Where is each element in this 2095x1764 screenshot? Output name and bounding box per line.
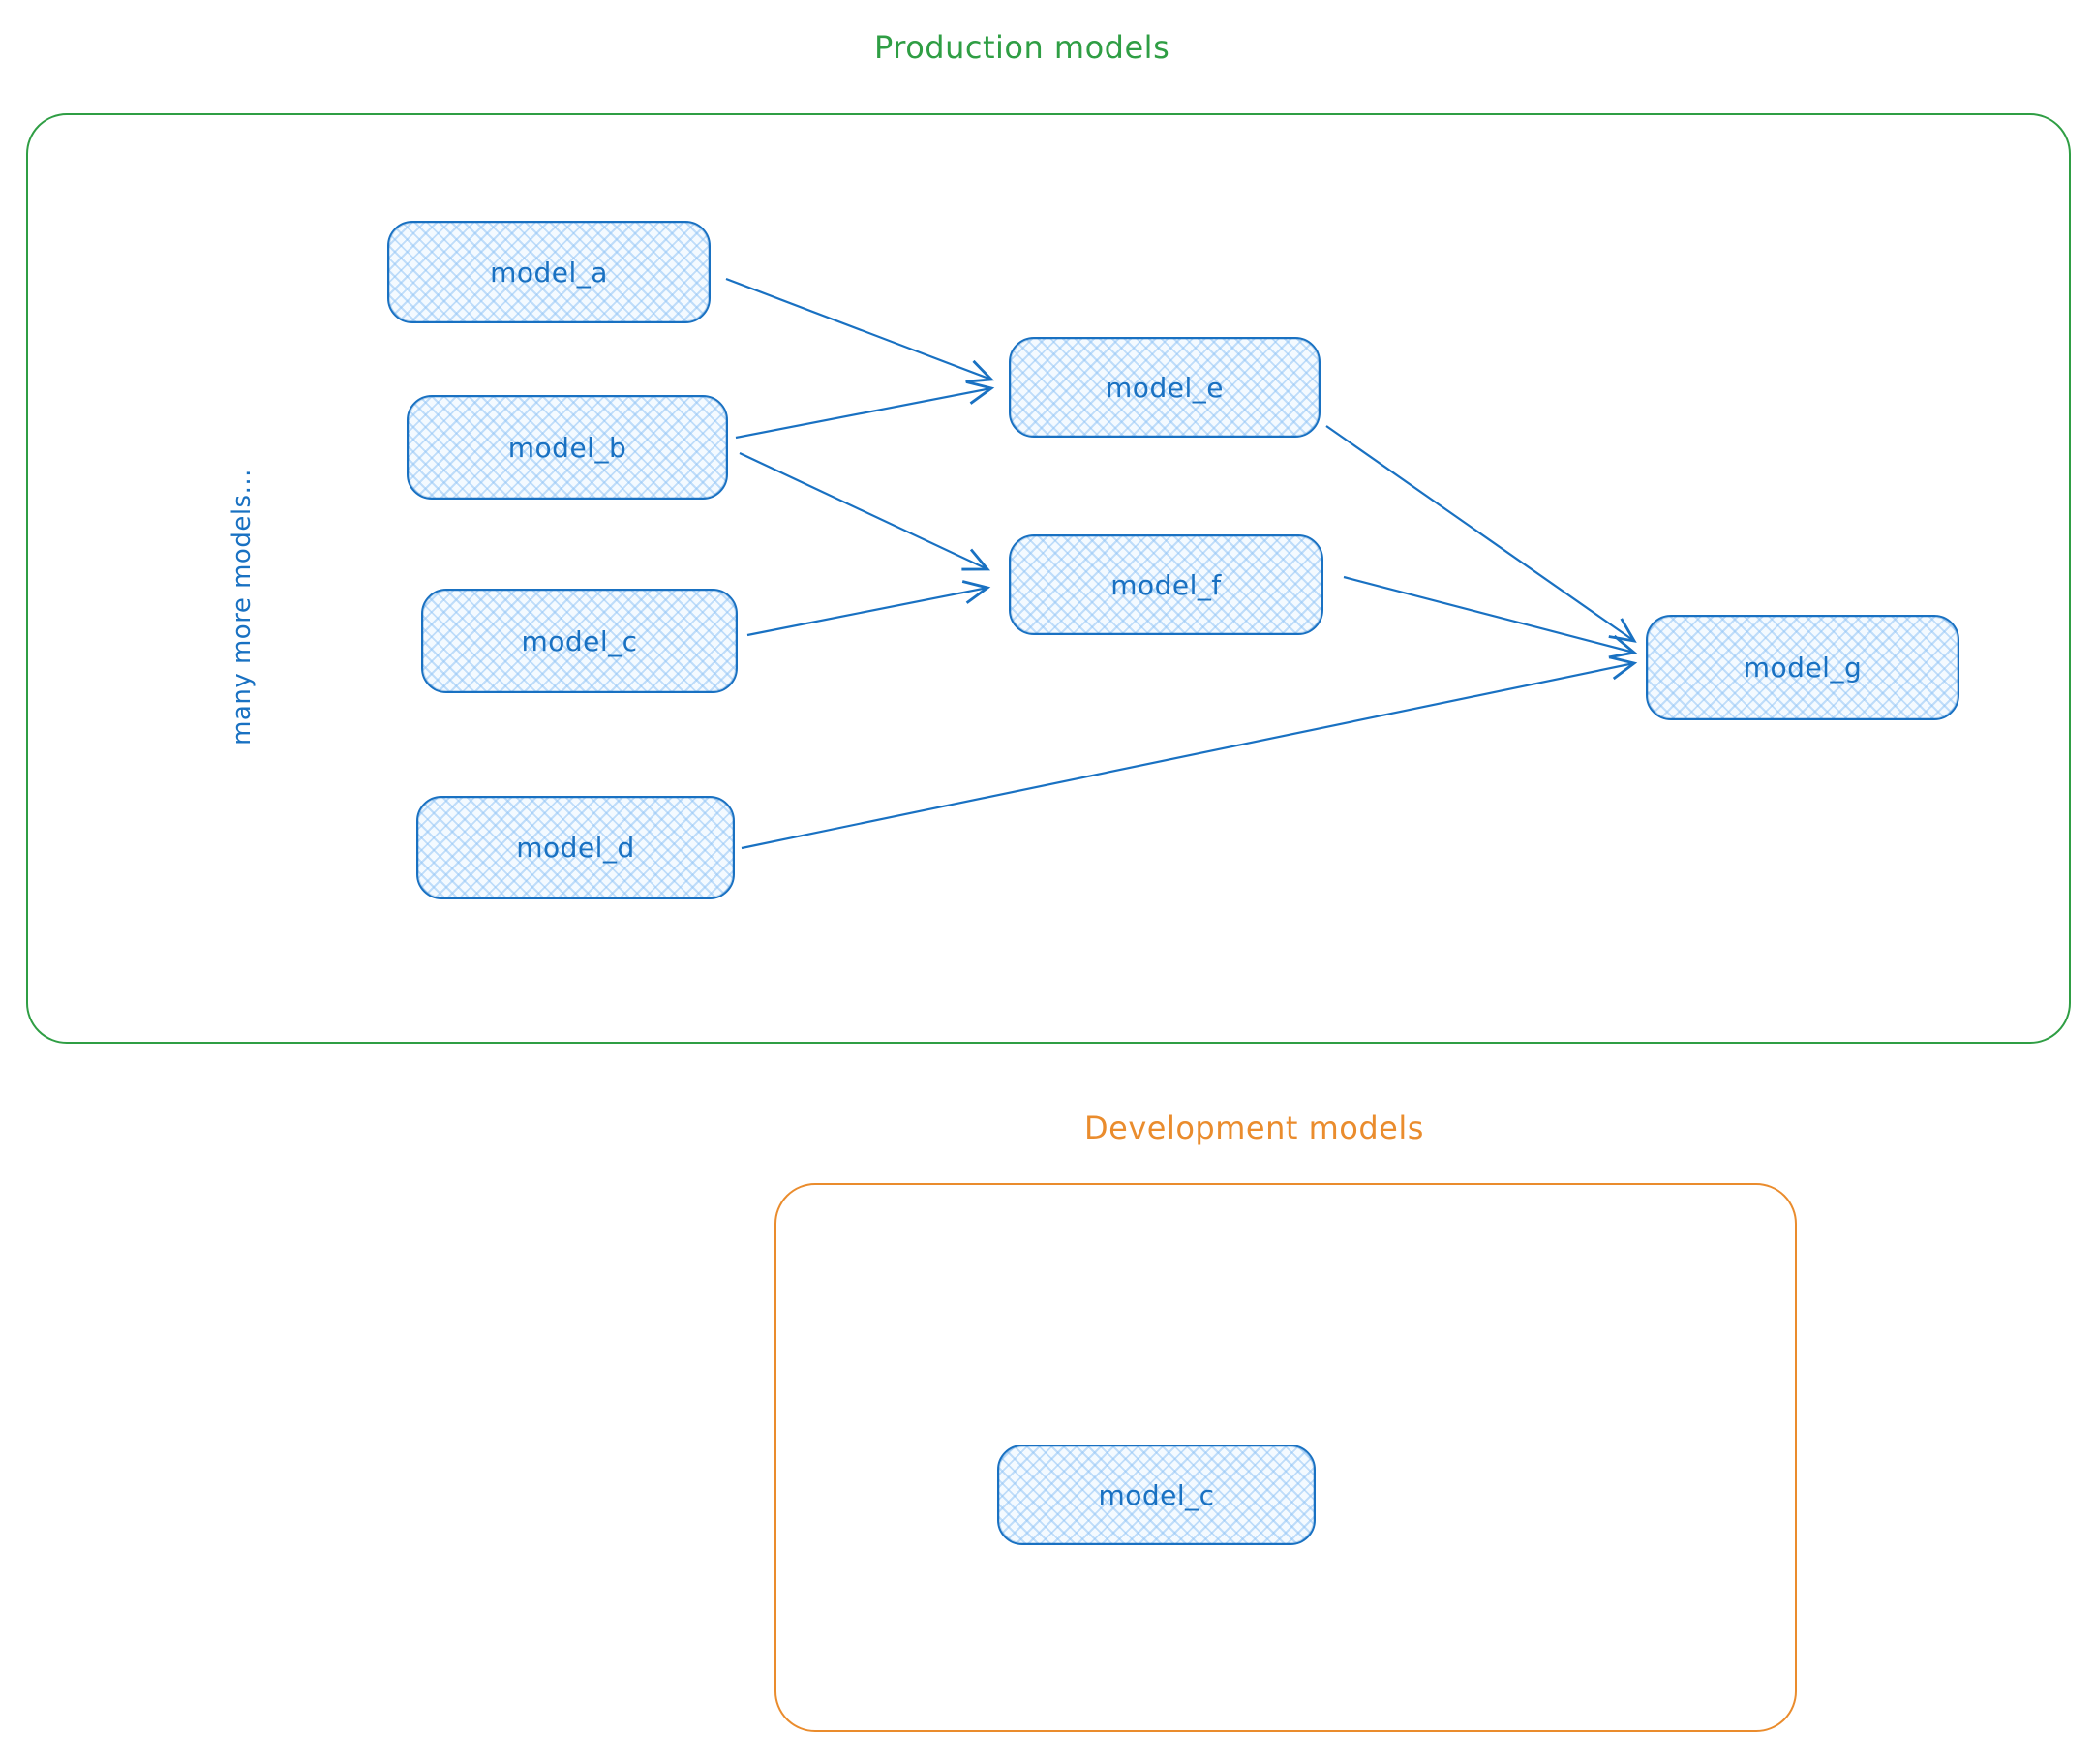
node-model_b-label: model_b (507, 431, 627, 464)
node-model_g-label: model_g (1743, 652, 1863, 684)
many-more-models-label: many more models... (228, 469, 257, 745)
node-model_c-dev: model_c (997, 1445, 1316, 1545)
node-model_e: model_e (1009, 337, 1321, 438)
development-group-title: Development models (1084, 1110, 1424, 1146)
node-model_c-label: model_c (521, 624, 638, 657)
node-model_f-label: model_f (1110, 568, 1222, 601)
production-group-box (26, 113, 2071, 1044)
node-model_c-dev-label: model_c (1098, 1478, 1215, 1511)
node-model_a: model_a (387, 221, 711, 323)
node-model_f: model_f (1009, 534, 1323, 635)
production-group-title: Production models (874, 29, 1170, 66)
node-model_c: model_c (421, 589, 738, 693)
node-model_a-label: model_a (490, 256, 608, 289)
development-group-box (774, 1183, 1797, 1732)
node-model_d-label: model_d (516, 832, 635, 864)
node-model_d: model_d (416, 796, 735, 899)
node-model_g: model_g (1646, 615, 1959, 720)
node-model_b: model_b (407, 395, 728, 500)
node-model_e-label: model_e (1106, 371, 1224, 404)
